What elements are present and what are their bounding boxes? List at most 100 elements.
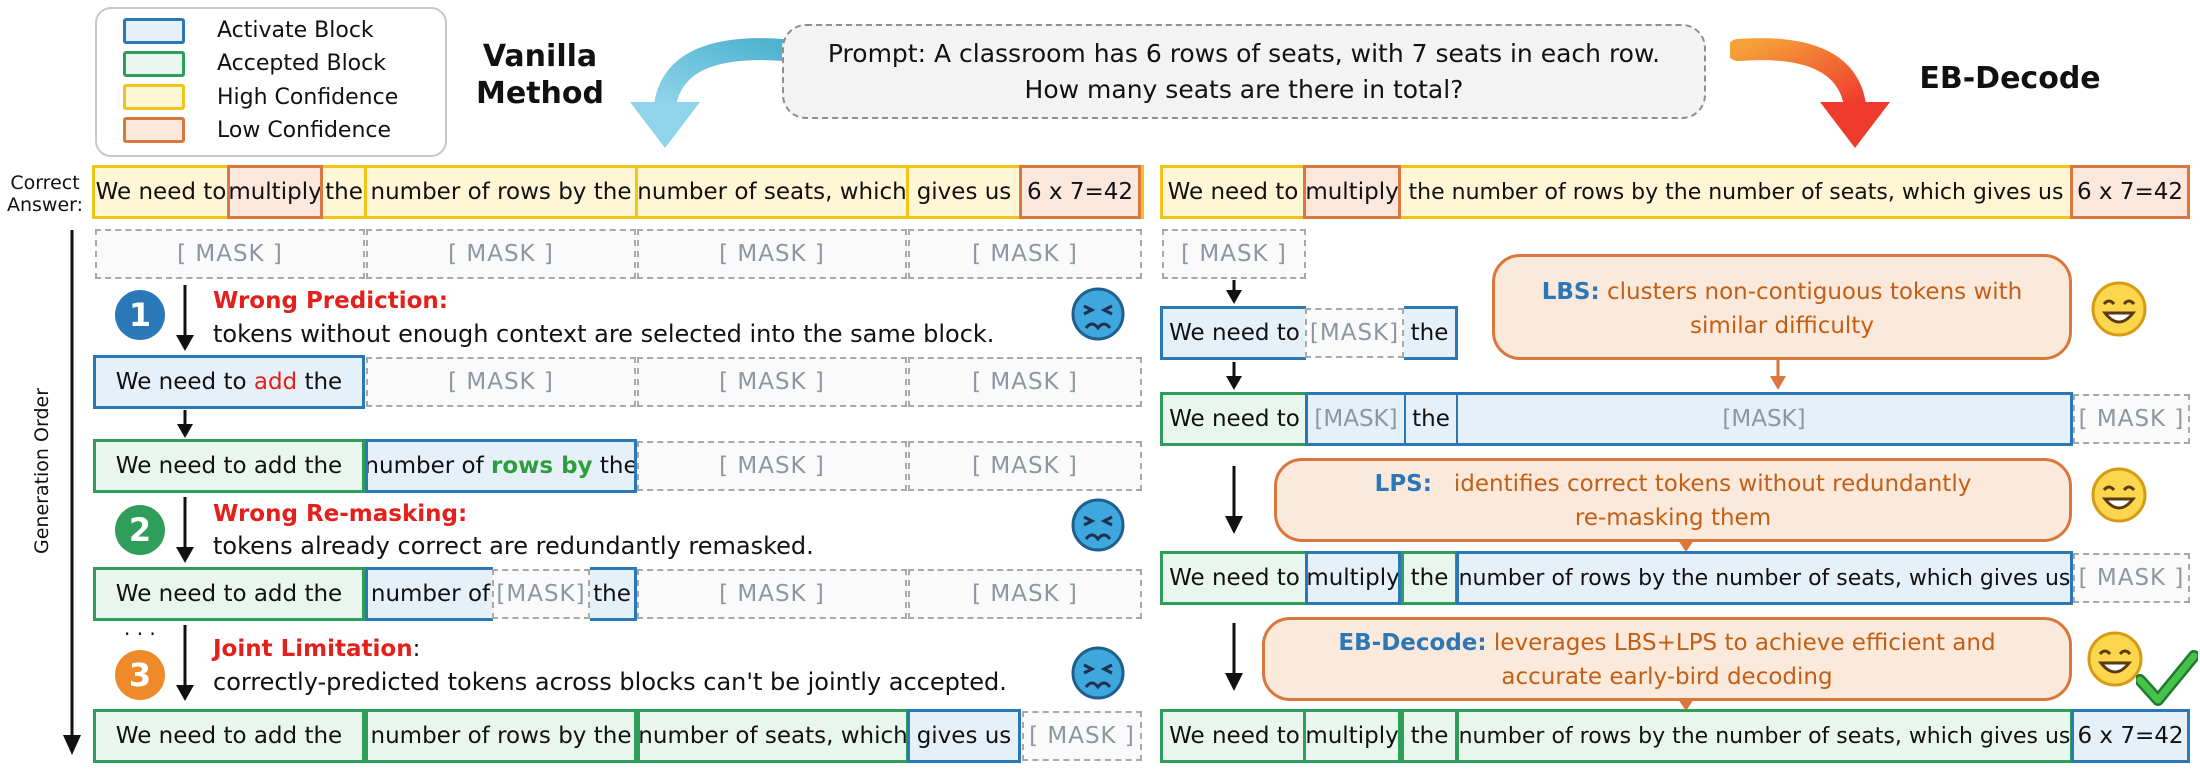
- mask-block: [ MASK ]: [2073, 553, 2190, 603]
- lbs-callout: LBS: clusters non-contiguous tokens with…: [1492, 254, 2072, 360]
- legend-label-activate: Activate Block: [217, 18, 374, 43]
- down-arrow-icon: [1226, 280, 1242, 304]
- down-arrow-icon: [1225, 466, 1243, 534]
- eb-keyword: EB-Decode:: [1338, 630, 1487, 656]
- step-2-title: Wrong Re-masking:: [213, 501, 468, 527]
- ellipsis: · · ·: [124, 622, 156, 646]
- eb-line1: EB-Decode: leverages LBS+LPS to achieve …: [1265, 626, 2069, 660]
- mask-block: [ MASK ]: [1162, 229, 1306, 279]
- mask-block: [ MASK ]: [2073, 394, 2190, 444]
- lps-keyword: LPS:: [1374, 471, 1432, 497]
- mask-inner-large: [MASK]: [1722, 406, 1806, 432]
- arrow-to-vanilla-icon: [630, 38, 790, 148]
- token-block-activate: We need to: [1160, 306, 1306, 360]
- step-1-desc: tokens without enough context are select…: [213, 320, 995, 348]
- step-3-badge: 3: [115, 650, 165, 700]
- eb-decode-title: EB-Decode: [1919, 61, 2101, 96]
- step-3-desc: correctly-predicted tokens across blocks…: [213, 668, 1007, 696]
- legend-swatch-high: [123, 84, 185, 110]
- mask-inner: [MASK]: [1308, 395, 1404, 443]
- token-block-low-confidence: 6 x 7=42: [2070, 165, 2190, 219]
- token-block-activate: We need to add the: [93, 355, 365, 409]
- step-3-title: Joint Limitation:: [213, 636, 420, 662]
- token-text: We need to: [115, 369, 254, 395]
- down-arrow-icon: [1226, 362, 1242, 390]
- prompt-box: Prompt: A classroom has 6 rows of seats,…: [782, 24, 1706, 119]
- mask-block: [ MASK ]: [637, 229, 907, 279]
- token-block-activate: the: [590, 567, 637, 621]
- token-block: the number of rows by the number of seat…: [1408, 179, 2064, 205]
- mask-block: [ MASK ]: [637, 357, 907, 407]
- legend-swatch-accepted: [123, 51, 185, 77]
- lps-text2: re-masking them: [1574, 505, 1772, 531]
- token-block-accepted: We need to: [1160, 392, 1306, 446]
- mask-block: [ MASK ]: [366, 357, 636, 407]
- lps-line1: LPS: identifies correct tokens without r…: [1277, 467, 2069, 501]
- correct-answer-label: Correct Answer:: [0, 172, 90, 216]
- happy-face-icon: [2091, 281, 2147, 337]
- mask-block: [ MASK ]: [637, 441, 907, 491]
- token-block-activate: number of rows by the: [365, 439, 637, 493]
- mask-block: [ MASK ]: [908, 441, 1142, 491]
- legend-label-low: Low Confidence: [217, 118, 392, 143]
- generation-order-arrow: [63, 230, 81, 755]
- sad-face-icon: [1071, 646, 1125, 700]
- callout-pointer: [1678, 699, 1694, 711]
- callout-pointer: [1770, 358, 1786, 390]
- token-block-activate: [MASK] the [MASK]: [1305, 392, 2073, 446]
- arrow-to-eb-icon: [1730, 38, 1890, 148]
- block-divider: [364, 165, 367, 219]
- down-arrow-icon: [176, 497, 194, 563]
- token-block-activate: the: [1404, 306, 1458, 360]
- token-block-accepted: the: [1401, 709, 1458, 763]
- callout-pointer: [1678, 540, 1694, 552]
- generation-order-label: Generation Order: [31, 387, 53, 555]
- token-block-activate: number of rows by the number of seats, w…: [1456, 551, 2073, 605]
- eb-text1: leverages LBS+LPS to achieve efficient a…: [1486, 630, 1996, 656]
- down-arrow-icon: [176, 625, 194, 701]
- mask-block-remasked: [MASK]: [492, 569, 590, 619]
- happy-face-icon: [2087, 631, 2143, 687]
- token-block-accepted: We need to: [1160, 551, 1306, 605]
- mask-block: [ MASK ]: [366, 229, 636, 279]
- block-divider: [635, 165, 638, 219]
- token-block-low-confidence: multiply: [1303, 165, 1401, 219]
- eb-text2: accurate early-bird decoding: [1501, 664, 1833, 690]
- down-arrow-icon: [176, 285, 194, 351]
- step-1-title: Wrong Prediction:: [213, 288, 448, 314]
- legend: Activate Block Accepted Block High Confi…: [95, 7, 447, 157]
- step-2-desc: tokens already correct are redundantly r…: [213, 532, 814, 560]
- token-text: the: [592, 453, 637, 479]
- token-block: number of rows by the: [370, 179, 632, 205]
- legend-label-accepted: Accepted Block: [217, 51, 386, 76]
- token-block-activate: 6 x 7=42: [2071, 709, 2190, 763]
- step-3-title-text: Joint Limitation: [213, 636, 413, 662]
- token-block: number of seats, which: [638, 179, 906, 205]
- lbs-text1: clusters non-contiguous tokens with: [1599, 279, 2023, 305]
- token-block-accepted: We need to add the: [93, 567, 365, 621]
- prompt-line1: Prompt: A classroom has 6 rows of seats,…: [827, 39, 1661, 68]
- mask-block: [MASK]: [1305, 308, 1404, 358]
- happy-face-icon: [2091, 467, 2147, 523]
- mask-block: [ MASK ]: [908, 229, 1142, 279]
- token-block-activate: number of: [365, 567, 493, 621]
- correct-label-line2: Answer:: [6, 194, 84, 216]
- token-wrong: add: [253, 369, 298, 395]
- legend-label-high: High Confidence: [217, 85, 399, 110]
- lps-text1: identifies correct tokens without redund…: [1431, 471, 1972, 497]
- correct-label-line1: Correct: [10, 172, 80, 194]
- mask-block: [ MASK ]: [95, 229, 365, 279]
- eb-decode-callout: EB-Decode: leverages LBS+LPS to achieve …: [1262, 617, 2072, 701]
- token-block-low-confidence: 6 x 7=42: [1019, 165, 1141, 219]
- sad-face-icon: [1071, 287, 1125, 341]
- token-inner: the: [1404, 395, 1458, 443]
- legend-swatch-activate: [123, 18, 185, 44]
- down-arrow-icon: [177, 410, 193, 438]
- token-block-accepted: multiply: [1303, 709, 1401, 763]
- step-3-title-colon: :: [412, 636, 421, 662]
- token-block-accepted: number of rows by the number of seats, w…: [1456, 709, 2073, 763]
- token-text: number of: [365, 453, 491, 479]
- token-block: We need to: [95, 179, 227, 205]
- mask-block: [ MASK ]: [908, 569, 1142, 619]
- prompt-line2: How many seats are there in total?: [1024, 75, 1464, 104]
